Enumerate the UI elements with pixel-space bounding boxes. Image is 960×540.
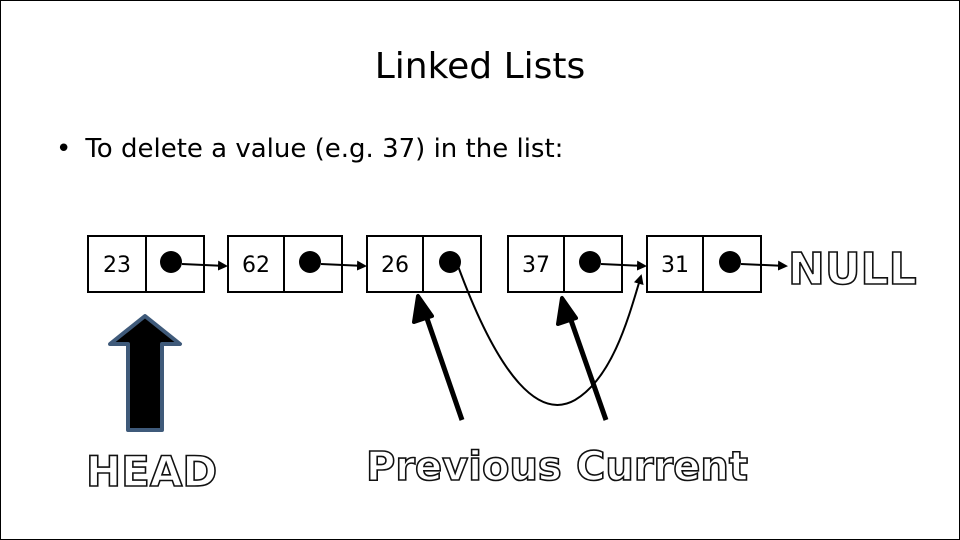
bypass-arrow-26-to-31 [457,265,644,406]
head-pointer-arrow [108,314,182,432]
node-value-cell [507,235,565,293]
pointer-dot [719,251,741,273]
next-arrow-2-to-3 [320,260,367,271]
list-node-3: 26 [366,235,482,293]
previous-pointer-arrowhead [412,294,434,324]
node-value: 37 [522,253,550,278]
previous-pointer-line [419,303,465,421]
node-value: 26 [381,253,409,278]
pointer-dot [579,251,601,273]
next-arrow-1-to-2 [181,260,228,271]
pointer-dot [439,251,461,273]
node-value: 23 [103,253,131,278]
node-value: 62 [242,253,270,278]
pointer-dot [299,251,321,273]
next-arrow-5-to-null [740,260,788,271]
bullet-point: • To delete a value (e.g. 37) in the list… [56,134,563,164]
bullet-marker: • [56,134,72,164]
node-value-cell [87,235,147,293]
list-node-1: 23 [87,235,205,293]
next-arrow-4-to-5 [600,260,647,271]
list-node-4: 37 [507,235,623,293]
previous-label: Previous [366,444,562,490]
current-pointer-line [563,305,609,421]
null-label: NULL [788,244,917,295]
slide-title: Linked Lists [374,46,586,87]
current-pointer-arrowhead [556,296,578,326]
head-label: HEAD [86,447,217,496]
current-label: Current [576,444,748,490]
bullet-text: To delete a value (e.g. 37) in the list: [85,134,564,164]
node-value: 31 [661,253,689,278]
pointer-dot [160,251,182,273]
